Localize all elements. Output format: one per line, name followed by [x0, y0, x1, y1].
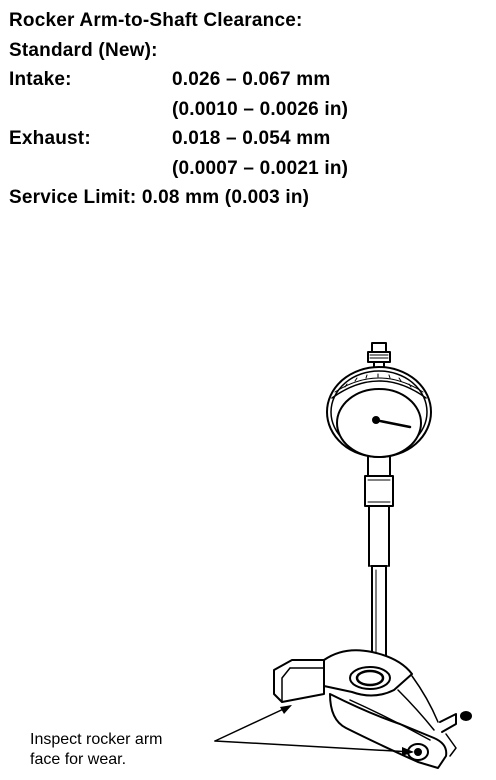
callout-pointers [214, 705, 413, 753]
spec-row-intake-in: (0.0010 – 0.0026 in) [9, 95, 489, 125]
dial-gauge-face [326, 366, 432, 458]
arrowhead [402, 747, 414, 756]
spec-label-blank [9, 154, 172, 184]
dial-bore-gauge-illustration [214, 342, 472, 769]
spec-value-intake-in: (0.0010 – 0.0026 in) [172, 98, 349, 120]
spec-row-exhaust-in: (0.0007 – 0.0021 in) [9, 154, 489, 184]
spec-service-limit: Service Limit: 0.08 mm (0.003 in) [9, 187, 310, 208]
illustration-caption: Inspect rocker arm face for wear. [30, 730, 162, 770]
spec-label-exhaust: Exhaust: [9, 128, 91, 149]
spec-label-intake: Intake: [9, 69, 72, 90]
spec-value-exhaust-mm: 0.018 – 0.054 mm [172, 128, 331, 149]
gauge-needle [373, 418, 412, 429]
caption-line-2: face for wear. [30, 751, 127, 768]
rocker-arm [273, 649, 472, 769]
arrowhead [280, 705, 292, 714]
spec-title: Rocker Arm-to-Shaft Clearance: [9, 10, 303, 31]
gauge-top-button [367, 342, 391, 363]
spec-value-intake-mm: 0.026 – 0.067 mm [172, 69, 331, 90]
clearance-spec-block: Rocker Arm-to-Shaft Clearance: Standard … [9, 6, 489, 213]
spec-row-exhaust: Exhaust: 0.018 – 0.054 mm [9, 124, 489, 154]
spec-row-intake: Intake: 0.026 – 0.067 mm [9, 65, 489, 95]
gauge-stem [364, 455, 394, 677]
spec-subtitle: Standard (New): [9, 39, 158, 61]
caption-line-1: Inspect rocker arm [30, 731, 163, 748]
spec-label-blank [9, 95, 172, 125]
spec-value-exhaust-in: (0.0007 – 0.0021 in) [172, 157, 349, 179]
